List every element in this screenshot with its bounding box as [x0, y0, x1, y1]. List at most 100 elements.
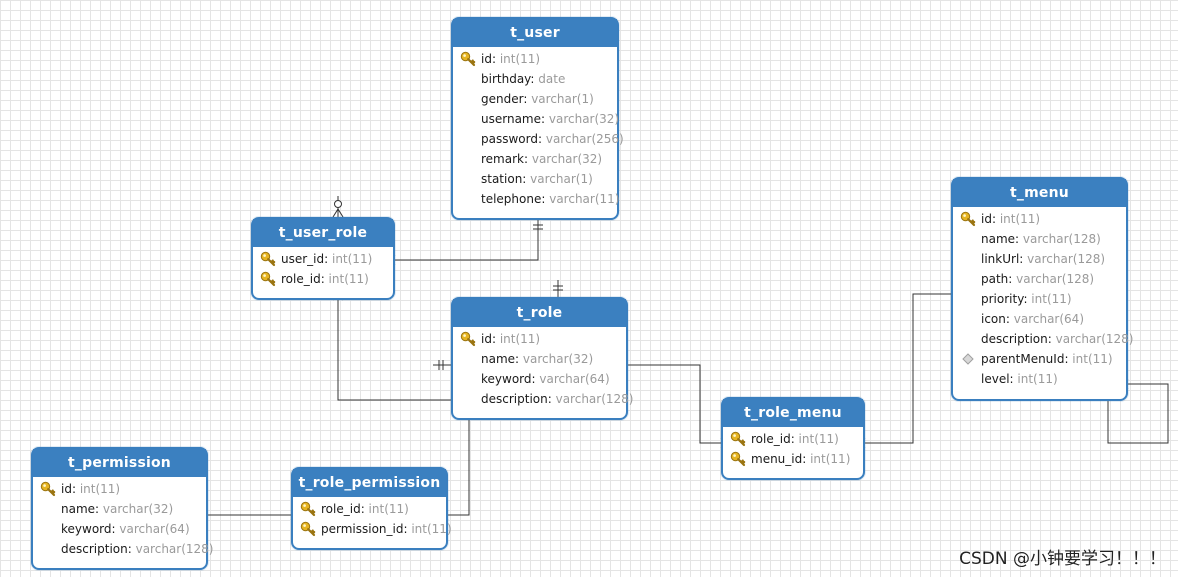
table-fields: user_id: int(11)role_id: int(11) — [253, 247, 393, 289]
field-row[interactable]: username: varchar(32) — [453, 109, 619, 129]
field-row[interactable]: birthday: date — [453, 69, 617, 89]
field-row[interactable]: priority: int(11) — [953, 289, 1126, 309]
table-t-role[interactable]: t_role id: int(11)name: varchar(32)keywo… — [451, 297, 633, 420]
field-row[interactable]: description: varchar(128) — [33, 539, 213, 559]
field-row[interactable]: id: int(11) — [953, 209, 1126, 229]
field-row[interactable]: permission_id: int(11) — [293, 519, 452, 539]
field-row[interactable]: id: int(11) — [453, 49, 617, 69]
table-t-role-permission[interactable]: t_role_permission role_id: int(11)permis… — [291, 467, 452, 550]
field-separator: : — [403, 522, 412, 536]
field-separator: : — [523, 152, 532, 166]
field-row[interactable]: password: varchar(256) — [453, 129, 624, 149]
relationship-line — [865, 293, 951, 444]
field-type: varchar(256) — [545, 132, 624, 146]
field-row[interactable]: name: varchar(32) — [33, 499, 206, 519]
field-row[interactable]: description: varchar(128) — [953, 329, 1133, 349]
field-row[interactable]: parentMenuId: int(11) — [953, 349, 1126, 369]
field-type: int(11) — [1031, 292, 1072, 306]
field-separator: : — [530, 72, 539, 86]
field-name: id — [481, 332, 492, 346]
relationship-line — [1107, 383, 1169, 444]
field-separator: : — [1064, 352, 1073, 366]
field-type: varchar(11) — [549, 192, 620, 206]
field-row[interactable]: linkUrl: varchar(128) — [953, 249, 1126, 269]
field-row[interactable]: id: int(11) — [453, 329, 626, 349]
field-row[interactable]: role_id: int(11) — [253, 269, 393, 289]
field-separator: : — [547, 392, 556, 406]
field-type: int(11) — [810, 452, 851, 466]
field-name: keyword — [61, 522, 112, 536]
field-row[interactable]: station: varchar(1) — [453, 169, 617, 189]
field-type: varchar(32) — [522, 352, 594, 366]
field-name: permission_id — [321, 522, 404, 536]
field-row[interactable]: telephone: varchar(11) — [453, 189, 620, 209]
field-name: gender — [481, 92, 524, 106]
field-separator: : — [802, 452, 811, 466]
field-type: int(11) — [328, 272, 369, 286]
field-row[interactable]: keyword: varchar(64) — [453, 369, 626, 389]
field-row[interactable]: remark: varchar(32) — [453, 149, 617, 169]
field-name: name — [61, 502, 96, 516]
field-type: varchar(32) — [531, 152, 603, 166]
field-name: icon — [981, 312, 1006, 326]
field-separator: : — [1047, 332, 1056, 346]
table-t-permission[interactable]: t_permission id: int(11)name: varchar(32… — [31, 447, 213, 570]
field-name: parentMenuId — [981, 352, 1065, 366]
field-type: int(11) — [79, 482, 121, 496]
field-separator: : — [537, 132, 546, 146]
field-name: telephone — [481, 192, 542, 206]
field-row[interactable]: role_id: int(11) — [723, 429, 863, 449]
field-type: varchar(64) — [539, 372, 610, 386]
field-name: station — [481, 172, 523, 186]
table-title: t_user — [453, 19, 617, 47]
field-separator: : — [1023, 292, 1032, 306]
field-separator: : — [1005, 312, 1014, 326]
field-name: role_id — [321, 502, 361, 516]
field-row[interactable]: path: varchar(128) — [953, 269, 1126, 289]
field-type: int(11) — [368, 502, 409, 516]
key-icon — [730, 451, 746, 467]
field-separator: : — [111, 522, 120, 536]
field-type: varchar(1) — [530, 172, 593, 186]
crowfoot-line — [337, 208, 344, 218]
diamond-icon — [962, 353, 974, 365]
relationship-line — [628, 364, 721, 444]
field-type: int(11) — [411, 522, 452, 536]
table-t-role-menu[interactable]: t_role_menu role_id: int(11)menu_id: int… — [721, 397, 865, 480]
key-icon — [40, 481, 56, 497]
key-icon — [960, 211, 976, 227]
field-type: varchar(128) — [1016, 272, 1095, 286]
field-row[interactable]: role_id: int(11) — [293, 499, 446, 519]
field-name: description — [481, 392, 548, 406]
field-row[interactable]: icon: varchar(64) — [953, 309, 1126, 329]
field-name: username — [481, 112, 541, 126]
field-separator: : — [324, 252, 332, 266]
field-name: name — [481, 352, 516, 366]
field-separator: : — [790, 432, 799, 446]
field-row[interactable]: level: int(11) — [953, 369, 1126, 389]
cardinality-circle — [334, 200, 342, 208]
relationship-line — [395, 219, 539, 261]
field-separator: : — [522, 172, 531, 186]
field-row[interactable]: gender: varchar(1) — [453, 89, 617, 109]
field-row[interactable]: user_id: int(11) — [253, 249, 393, 269]
table-t-menu[interactable]: t_menu id: int(11)name: varchar(128)link… — [951, 177, 1133, 401]
field-type: int(11) — [499, 332, 541, 346]
field-row[interactable]: name: varchar(32) — [453, 349, 626, 369]
field-row[interactable]: description: varchar(128) — [453, 389, 633, 409]
key-icon — [730, 431, 746, 447]
field-row[interactable]: keyword: varchar(64) — [33, 519, 206, 539]
field-type: int(11) — [999, 212, 1041, 226]
field-separator: : — [127, 542, 136, 556]
field-row[interactable]: menu_id: int(11) — [723, 449, 863, 469]
watermark: CSDN @小钟要学习！！！ — [959, 549, 1166, 569]
field-row[interactable]: name: varchar(128) — [953, 229, 1126, 249]
field-row[interactable]: id: int(11) — [33, 479, 206, 499]
table-t-user-role[interactable]: t_user_role user_id: int(11)role_id: int… — [251, 217, 395, 300]
field-separator: : — [541, 112, 549, 126]
field-name: password — [481, 132, 538, 146]
field-name: remark — [481, 152, 524, 166]
field-separator: : — [541, 192, 550, 206]
